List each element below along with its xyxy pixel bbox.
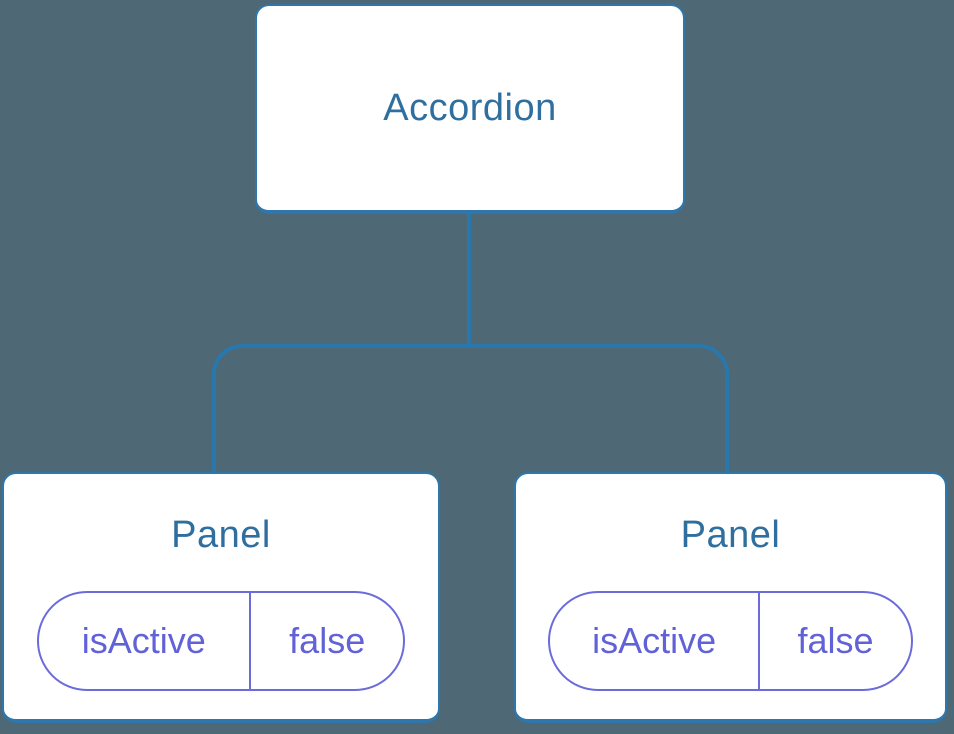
prop-value: false <box>289 620 366 661</box>
accordion-node: Accordion <box>255 4 685 214</box>
prop-name: isActive <box>550 593 761 689</box>
prop-name: isActive <box>39 593 251 689</box>
panel-node-right: Panel isActive false <box>514 472 947 723</box>
accordion-node-label: Accordion <box>383 86 557 129</box>
panel-node-left: Panel isActive false <box>2 472 440 723</box>
connector-stem-line <box>467 213 471 348</box>
panel-left-prop-pill: isActive false <box>36 591 406 691</box>
panel-right-label: Panel <box>680 514 781 556</box>
connector-bracket-line <box>212 344 729 472</box>
panel-left-label: Panel <box>171 514 271 556</box>
panel-right-prop-pill: isActive false <box>548 591 913 691</box>
prop-value: false <box>797 620 874 661</box>
